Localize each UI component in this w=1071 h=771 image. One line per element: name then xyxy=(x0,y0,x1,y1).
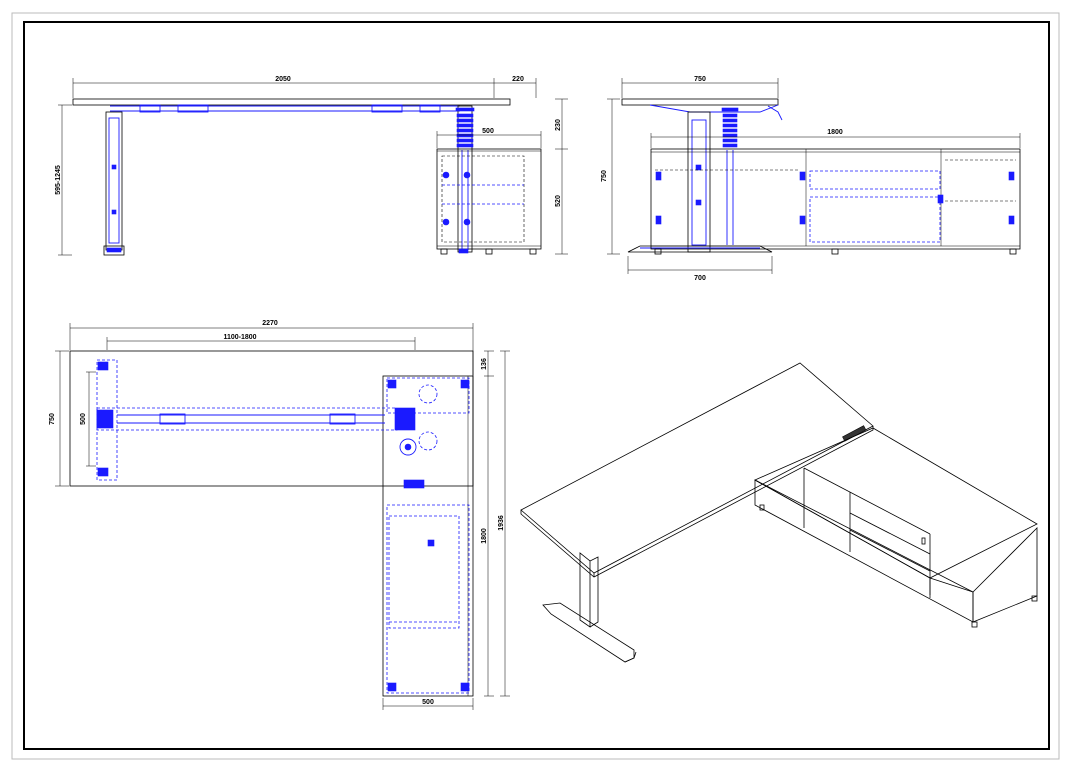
isometric-view xyxy=(520,362,1038,663)
dim-height-range: 595-1245 xyxy=(55,165,62,195)
dim-return-total: 1936 xyxy=(498,515,505,531)
spring-mechanism-icon xyxy=(455,107,475,148)
dim-return-depth: 500 xyxy=(422,699,434,706)
crank-handle-icon xyxy=(399,438,417,456)
dim-total-height: 750 xyxy=(601,170,608,182)
front-view-dimensions: 2050 220 595-1245 500 230 520 xyxy=(55,76,568,256)
plan-view xyxy=(69,350,474,697)
spring-mechanism-icon xyxy=(721,107,739,148)
plan-view-dimensions: 2270 1100-1800 750 500 136 1800 1936 500 xyxy=(49,320,510,710)
front-view xyxy=(72,98,542,256)
outer-border xyxy=(11,12,1060,760)
dim-cabinet-length: 1800 xyxy=(827,129,843,136)
dim-front-width: 2050 xyxy=(275,76,291,83)
side-view xyxy=(621,98,1021,255)
dim-frame-depth: 500 xyxy=(80,413,87,425)
drawing-frame xyxy=(23,21,1050,750)
dim-return-length: 1800 xyxy=(481,528,488,544)
dim-top-gap: 230 xyxy=(555,119,562,131)
dim-foot-length: 700 xyxy=(694,275,706,282)
dim-extension: 220 xyxy=(512,76,524,83)
dim-top-depth: 750 xyxy=(694,76,706,83)
dim-cabinet-height: 520 xyxy=(555,195,562,207)
dim-offset: 136 xyxy=(481,358,488,370)
dim-adjust-range: 1100-1800 xyxy=(223,334,256,341)
keypad-icon xyxy=(842,425,867,442)
dim-overall-width: 2270 xyxy=(262,320,278,327)
dim-cabinet-depth: 500 xyxy=(482,128,494,135)
dim-desk-depth: 750 xyxy=(49,413,56,425)
side-view-dimensions: 750 1800 750 700 xyxy=(601,76,1021,282)
